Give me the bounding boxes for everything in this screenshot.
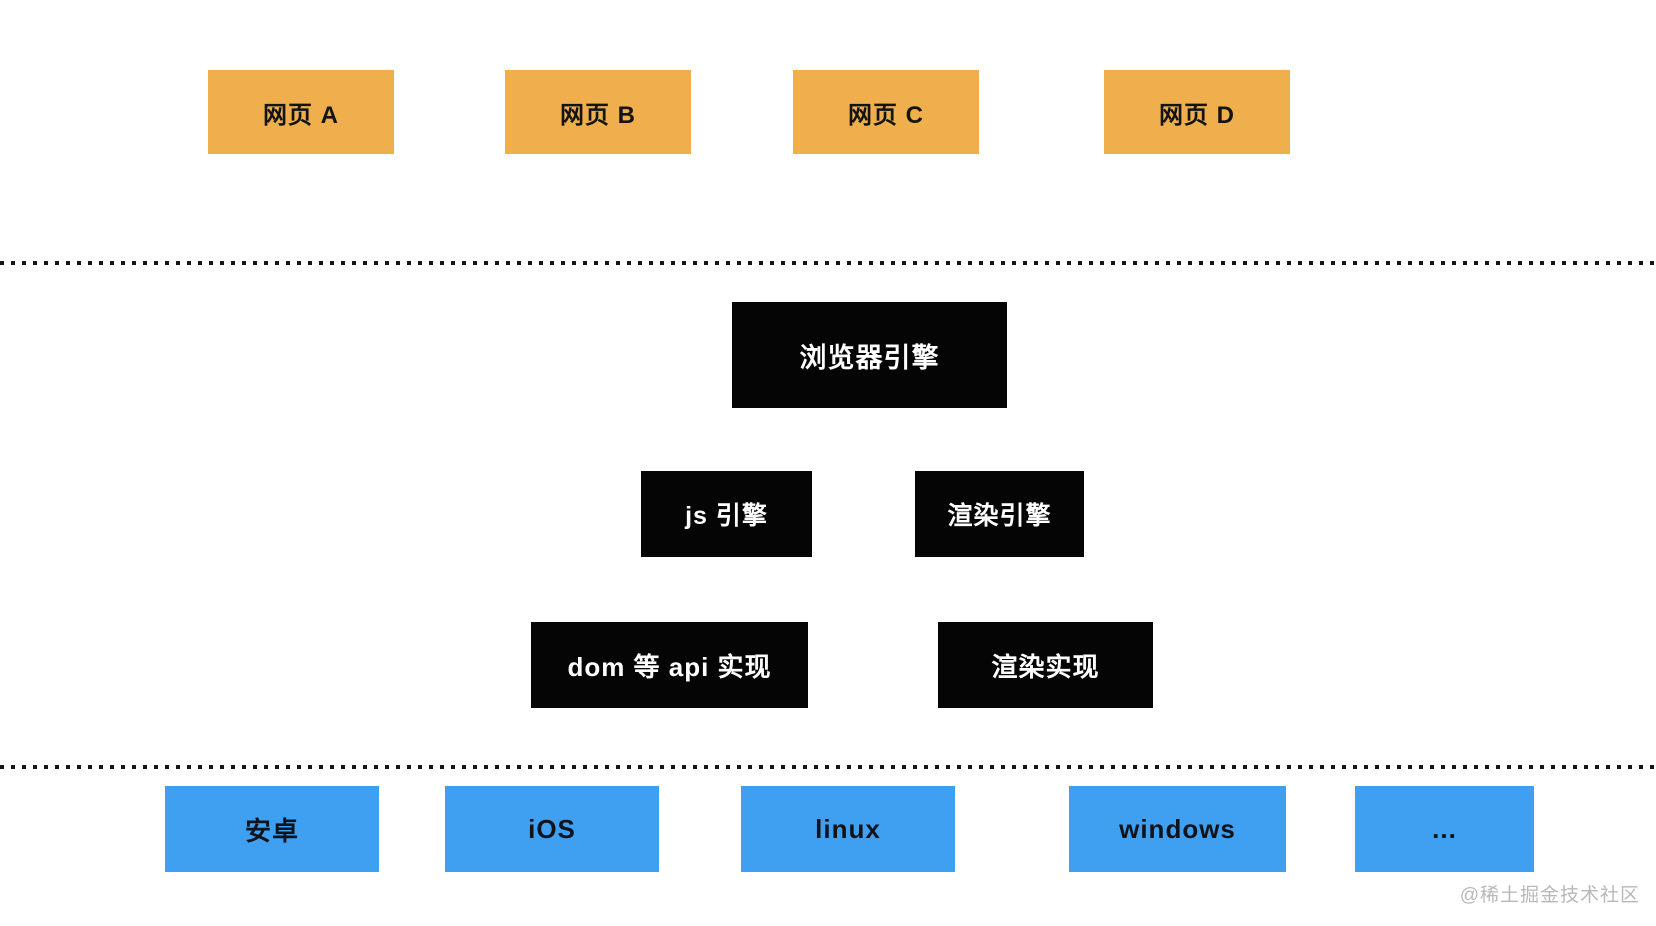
platform-windows-box: windows [1069, 786, 1286, 872]
platform-more-box: ... [1355, 786, 1534, 872]
js-engine-box: js 引擎 [641, 471, 812, 557]
web-page-d-box: 网页 D [1104, 70, 1290, 154]
render-engine-box: 渲染引擎 [915, 471, 1084, 557]
dom-api-impl-box: dom 等 api 实现 [531, 622, 808, 708]
lower-dotted-separator [0, 765, 1656, 769]
web-page-b-box: 网页 B [505, 70, 691, 154]
web-page-c-box: 网页 C [793, 70, 979, 154]
render-impl-box: 渲染实现 [938, 622, 1153, 708]
platform-ios-box: iOS [445, 786, 659, 872]
web-page-a-box: 网页 A [208, 70, 394, 154]
browser-engine-box: 浏览器引擎 [732, 302, 1007, 408]
juejin-watermark: @稀土掘金技术社区 [1459, 885, 1640, 906]
platform-linux-box: linux [741, 786, 955, 872]
upper-dotted-separator [0, 261, 1656, 265]
platform-android-box: 安卓 [165, 786, 379, 872]
